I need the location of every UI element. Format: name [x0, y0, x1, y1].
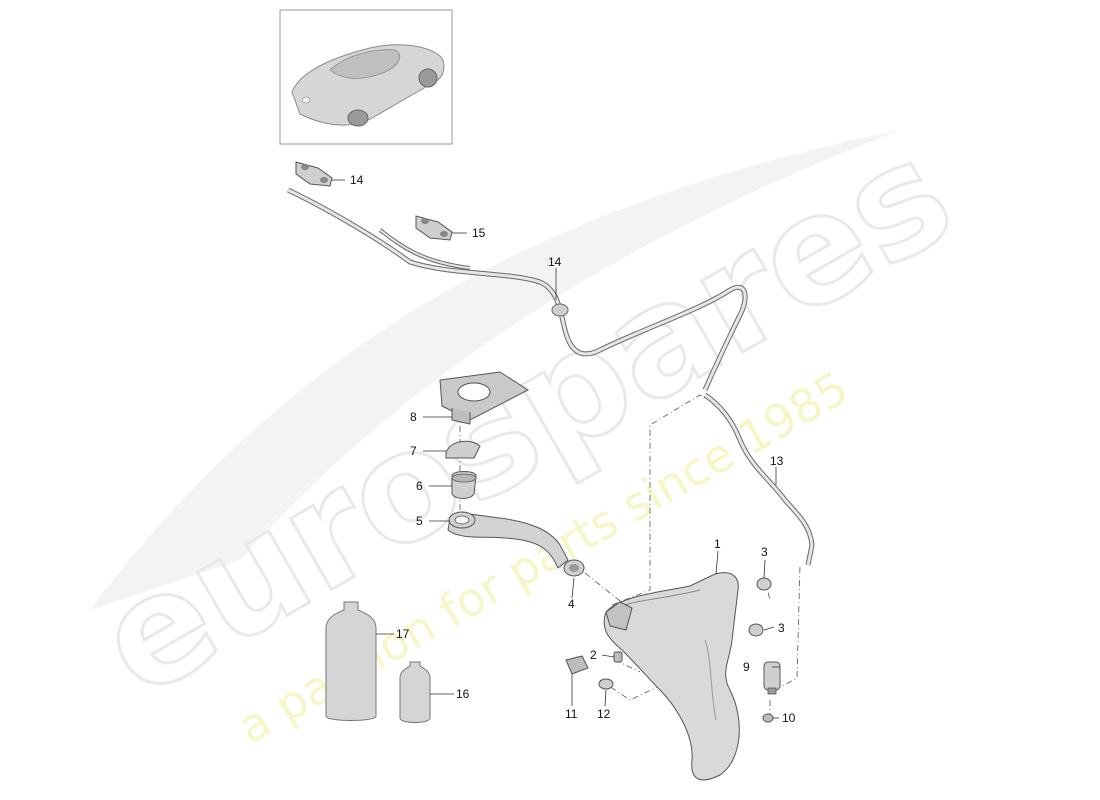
callout-10: 10: [782, 711, 796, 725]
leader-lines: [331, 179, 780, 719]
watermark: eurospares a passion for parts since 198…: [70, 105, 981, 755]
washer-nozzle-15a: [295, 161, 333, 187]
callout-3-bottom: 3: [778, 621, 785, 635]
callout-7: 7: [410, 444, 417, 458]
callout-2: 2: [590, 648, 597, 662]
grommet-3b: [748, 623, 764, 637]
callout-12: 12: [597, 707, 611, 721]
fluid-bottle-16: [399, 661, 431, 723]
filler-neck-5: [447, 511, 569, 569]
callout-16: 16: [456, 687, 470, 701]
callout-6: 6: [416, 479, 423, 493]
washer-pump-9: [763, 661, 781, 695]
callout-13: 13: [770, 454, 784, 468]
washer-hose-14: [286, 187, 748, 391]
level-sensor-11: [565, 655, 589, 675]
callout-14: 14: [548, 255, 562, 269]
callout-17: 17: [396, 627, 410, 641]
car-icon: [291, 44, 445, 127]
fluid-bottle-17: [325, 601, 377, 721]
callout-3-top: 3: [761, 545, 768, 559]
seal-10: [762, 713, 774, 723]
grommet-3a: [756, 577, 772, 591]
seal-ring-6: [451, 471, 477, 499]
grommet-4: [563, 559, 585, 577]
cap-7: [445, 440, 481, 459]
callout-5: 5: [416, 514, 423, 528]
watermark-swoosh: [90, 130, 900, 610]
callout-11: 11: [565, 707, 578, 721]
callout-9: 9: [743, 660, 750, 674]
washer-nozzle-15b: [415, 215, 453, 241]
callout-15-bottom: 15: [472, 226, 486, 240]
callout-8: 8: [410, 410, 417, 424]
callout-4: 4: [568, 597, 575, 611]
washer-hose-13: [703, 392, 815, 566]
callout-labels: 14 15 14 8 7 6 5 4 13 1 3 3 2 9 10 11 12…: [350, 173, 796, 725]
washer-reservoir-1: [603, 572, 740, 781]
cover-plate-8: [439, 371, 529, 425]
screw-2: [613, 651, 623, 663]
watermark-brand: eurospares: [71, 106, 979, 731]
callout-15-top: 14: [350, 173, 364, 187]
grommet-12: [598, 678, 614, 690]
callout-1: 1: [714, 537, 721, 551]
